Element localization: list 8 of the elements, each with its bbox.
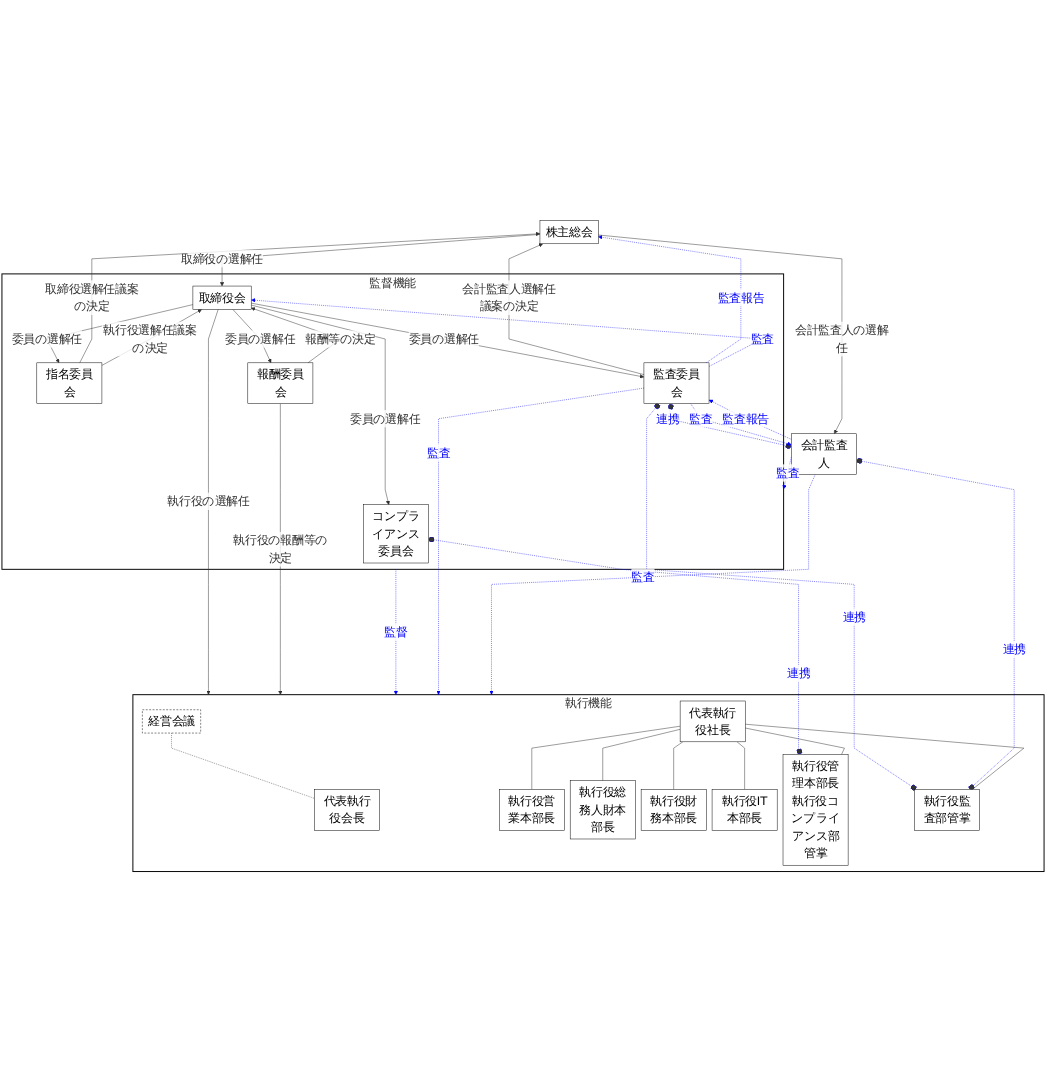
connector — [673, 741, 684, 790]
connector — [428, 536, 803, 755]
connector — [745, 723, 1025, 790]
connector — [531, 725, 681, 790]
connector — [736, 741, 745, 790]
connector — [171, 732, 315, 799]
connector — [745, 727, 845, 755]
connector — [602, 729, 681, 781]
